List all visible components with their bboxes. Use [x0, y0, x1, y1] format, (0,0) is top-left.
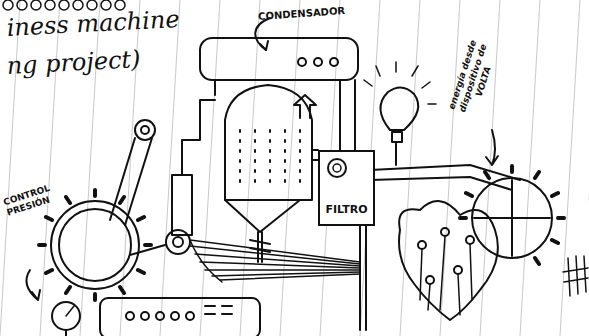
- control-panel: [26, 270, 260, 336]
- left-gear: [39, 100, 215, 300]
- gauge-icon: [326, 157, 348, 179]
- handwritten-label: CONTROL PRESIÓN: [2, 179, 66, 218]
- filter-box: FILTRO: [318, 150, 375, 226]
- handwritten-label: ng project): [6, 45, 141, 80]
- tank: [225, 85, 316, 262]
- handwritten-label: energía desde dispositivo de VOLTA: [443, 28, 503, 129]
- handwritten-label: CONDENSADOR: [258, 5, 346, 22]
- heart: [399, 201, 498, 320]
- fan-wires: [190, 240, 360, 282]
- title-text: iness machine: [6, 5, 180, 42]
- hash-mark: [563, 256, 588, 296]
- condenser: [200, 18, 358, 150]
- box-label: FILTRO: [322, 203, 370, 224]
- right-gear: [460, 166, 564, 264]
- callout-arrow: [486, 130, 498, 165]
